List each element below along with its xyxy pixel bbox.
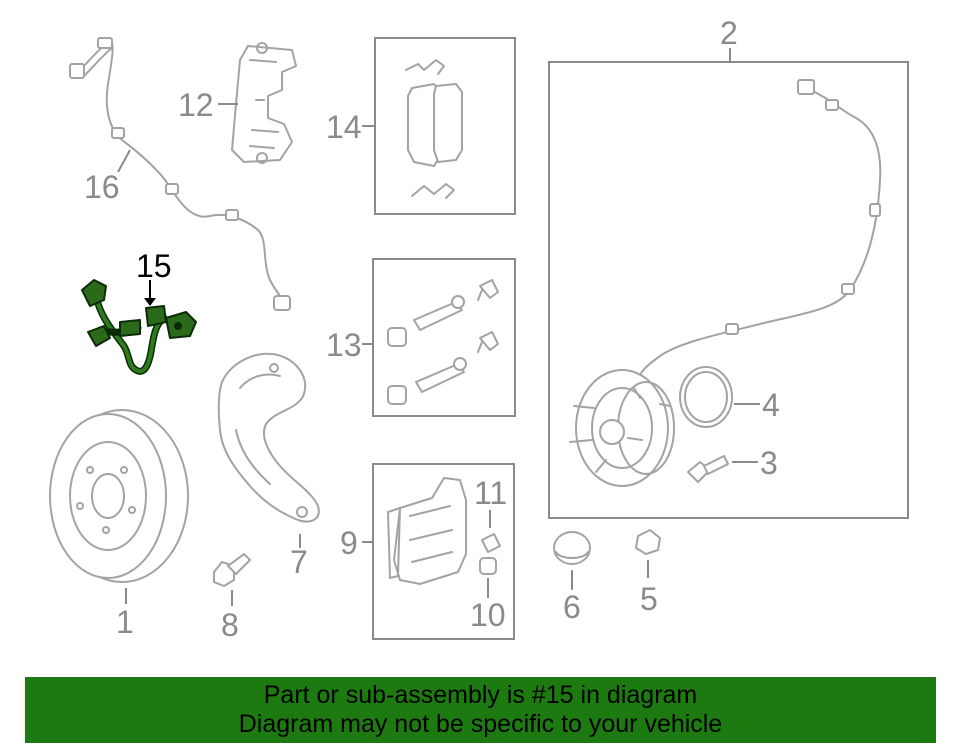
part-1-brake-rotor[interactable] <box>49 409 189 583</box>
part-3-hub-bolt[interactable] <box>687 455 729 483</box>
callout-4[interactable]: 4 <box>762 387 780 423</box>
part-12-caliper-bracket[interactable] <box>231 42 297 164</box>
part-7-splash-shield[interactable] <box>217 352 320 523</box>
part-6-dust-cap[interactable] <box>553 531 591 565</box>
part-16-sensor-harness[interactable] <box>69 37 291 311</box>
part-9-caliper-box[interactable] <box>372 463 515 640</box>
part-13-pins <box>387 279 499 405</box>
part-2-hub-box[interactable] <box>548 61 909 519</box>
callout-12[interactable]: 12 <box>178 87 214 123</box>
callout-7[interactable]: 7 <box>290 544 308 580</box>
callout-2[interactable]: 2 <box>720 15 738 51</box>
part-11-bushing[interactable] <box>481 533 501 553</box>
part-13-pin-box[interactable] <box>372 258 516 417</box>
info-banner: Part or sub-assembly is #15 in diagram D… <box>25 677 936 743</box>
part-14-pads <box>405 59 463 199</box>
callout-13[interactable]: 13 <box>326 327 362 363</box>
callout-6[interactable]: 6 <box>563 589 581 625</box>
banner-line-2: Diagram may not be specific to your vehi… <box>238 710 723 738</box>
part-10-boot[interactable] <box>479 557 497 575</box>
callout-10[interactable]: 10 <box>470 597 506 633</box>
callout-8[interactable]: 8 <box>221 607 239 643</box>
callout-16[interactable]: 16 <box>84 169 120 205</box>
part-2-hub <box>569 369 675 487</box>
part-4-o-ring[interactable] <box>679 366 733 428</box>
callout-3[interactable]: 3 <box>760 445 778 481</box>
callout-5[interactable]: 5 <box>640 581 658 617</box>
part-15-sensor-harness-highlighted[interactable] <box>81 279 197 375</box>
leader-15-arrowhead <box>144 298 156 306</box>
callout-11[interactable]: 11 <box>474 475 507 511</box>
callout-14[interactable]: 14 <box>326 109 362 145</box>
part-5-hub-nut[interactable] <box>635 529 661 555</box>
callout-1[interactable]: 1 <box>116 604 134 640</box>
part-2-hub-sensor-cable <box>637 79 882 381</box>
callout-15[interactable]: 15 <box>136 248 172 284</box>
leader-16 <box>117 149 131 173</box>
part-9-caliper <box>387 477 467 585</box>
callout-9[interactable]: 9 <box>340 525 358 561</box>
part-8-bolt[interactable] <box>213 553 251 587</box>
banner-line-1: Part or sub-assembly is #15 in diagram <box>263 681 698 709</box>
